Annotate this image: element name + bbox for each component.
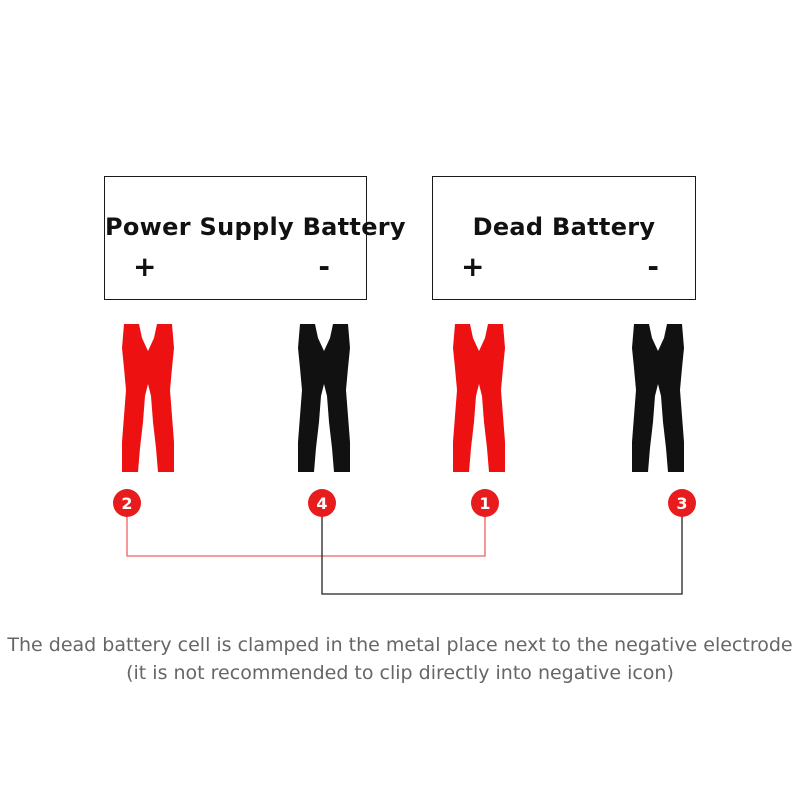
- power-supply-negative-terminal: -: [318, 250, 330, 283]
- clamp-supply-positive: [122, 324, 174, 472]
- power-supply-battery-title: Power Supply Battery: [105, 213, 406, 241]
- order-badge-dead-negative: 3: [668, 489, 696, 517]
- order-badge-supply-negative: 4: [308, 489, 336, 517]
- order-number-1: 1: [479, 494, 490, 513]
- power-supply-battery-box: Power Supply Battery + -: [104, 176, 406, 300]
- dead-battery-title: Dead Battery: [472, 213, 656, 241]
- dead-battery-box: Dead Battery + -: [432, 176, 696, 300]
- order-number-3: 3: [676, 494, 687, 513]
- caption-line-1: The dead battery cell is clamped in the …: [7, 634, 793, 656]
- dead-positive-terminal: +: [461, 250, 485, 283]
- red-jumper-cable: [126, 516, 486, 557]
- order-number-2: 2: [121, 494, 132, 513]
- order-badge-supply-positive: 2: [113, 489, 141, 517]
- black-jumper-cable: [321, 516, 683, 595]
- order-badge-dead-positive: 1: [471, 489, 499, 517]
- dead-negative-terminal: -: [647, 250, 659, 283]
- clamp-supply-negative: [298, 324, 350, 472]
- power-supply-positive-terminal: +: [133, 250, 157, 283]
- clamp-dead-negative: [632, 324, 684, 472]
- clamp-dead-positive: [453, 324, 505, 472]
- order-number-4: 4: [316, 494, 327, 513]
- caption-line-2: (it is not recommended to clip directly …: [126, 662, 674, 684]
